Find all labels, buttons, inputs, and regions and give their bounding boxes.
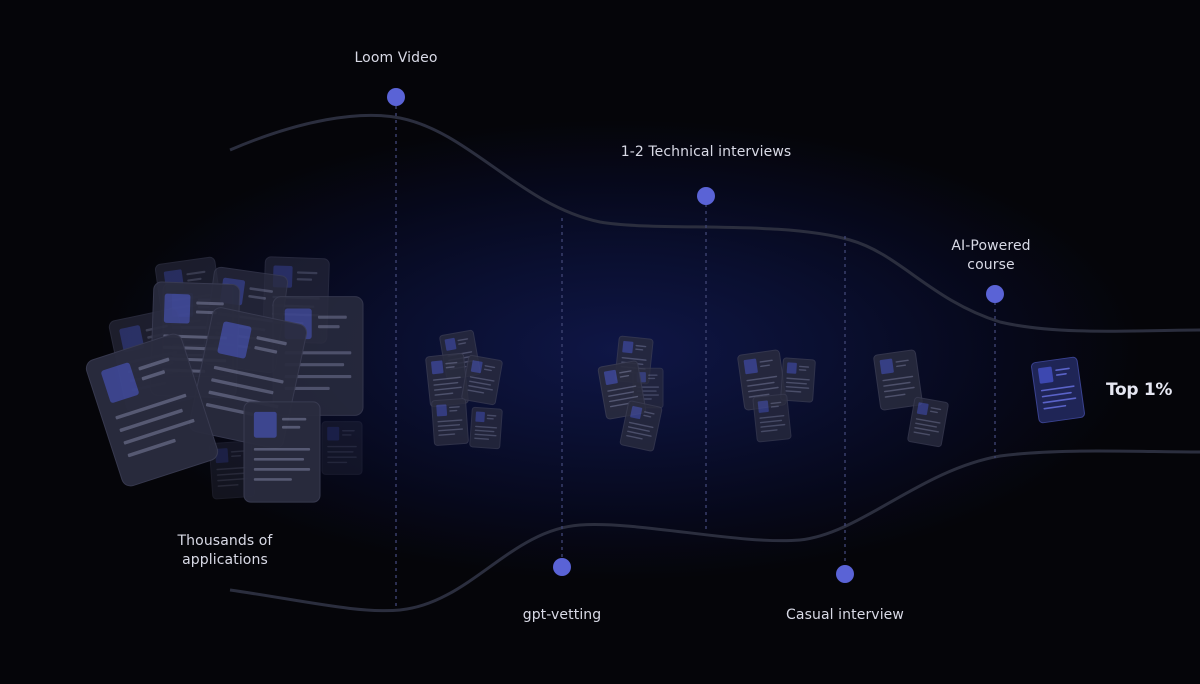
stage-label-ai-course: AI-Powered course [951, 238, 1031, 273]
stage-markers [387, 88, 1004, 583]
funnel-bottom-edge [229, 449, 1200, 613]
stage-label-casual-interview: Casual interview [786, 607, 904, 623]
application-card [873, 349, 923, 411]
marker-technical-interviews [697, 187, 715, 205]
application-card [780, 357, 816, 403]
application-card [243, 401, 321, 503]
marker-loom-video [387, 88, 405, 106]
stage-label-loom-video: Loom Video [354, 50, 438, 66]
application-card [1031, 356, 1085, 424]
stage-label-technical-interviews: 1-2 Technical interviews [620, 144, 792, 160]
stage-dotted-lines [395, 106, 996, 610]
application-card [752, 393, 792, 443]
application-card [461, 354, 503, 406]
application-card [208, 440, 256, 500]
application-card [321, 421, 363, 475]
application-card [425, 352, 469, 408]
application-cards [85, 256, 1085, 503]
stage-label-gpt-vetting: gpt-vetting [522, 607, 602, 623]
application-card [431, 398, 469, 446]
marker-casual-interview [836, 565, 854, 583]
end-label-top-percent: Top 1% [1106, 380, 1173, 400]
application-card [907, 396, 949, 448]
marker-ai-course [986, 285, 1004, 303]
application-card [619, 400, 663, 452]
start-label-applications: Thousands of applications [177, 533, 273, 568]
funnel-top-edge [229, 113, 1200, 333]
application-card [469, 406, 503, 450]
application-card [85, 333, 219, 487]
marker-gpt-vetting [553, 558, 571, 576]
